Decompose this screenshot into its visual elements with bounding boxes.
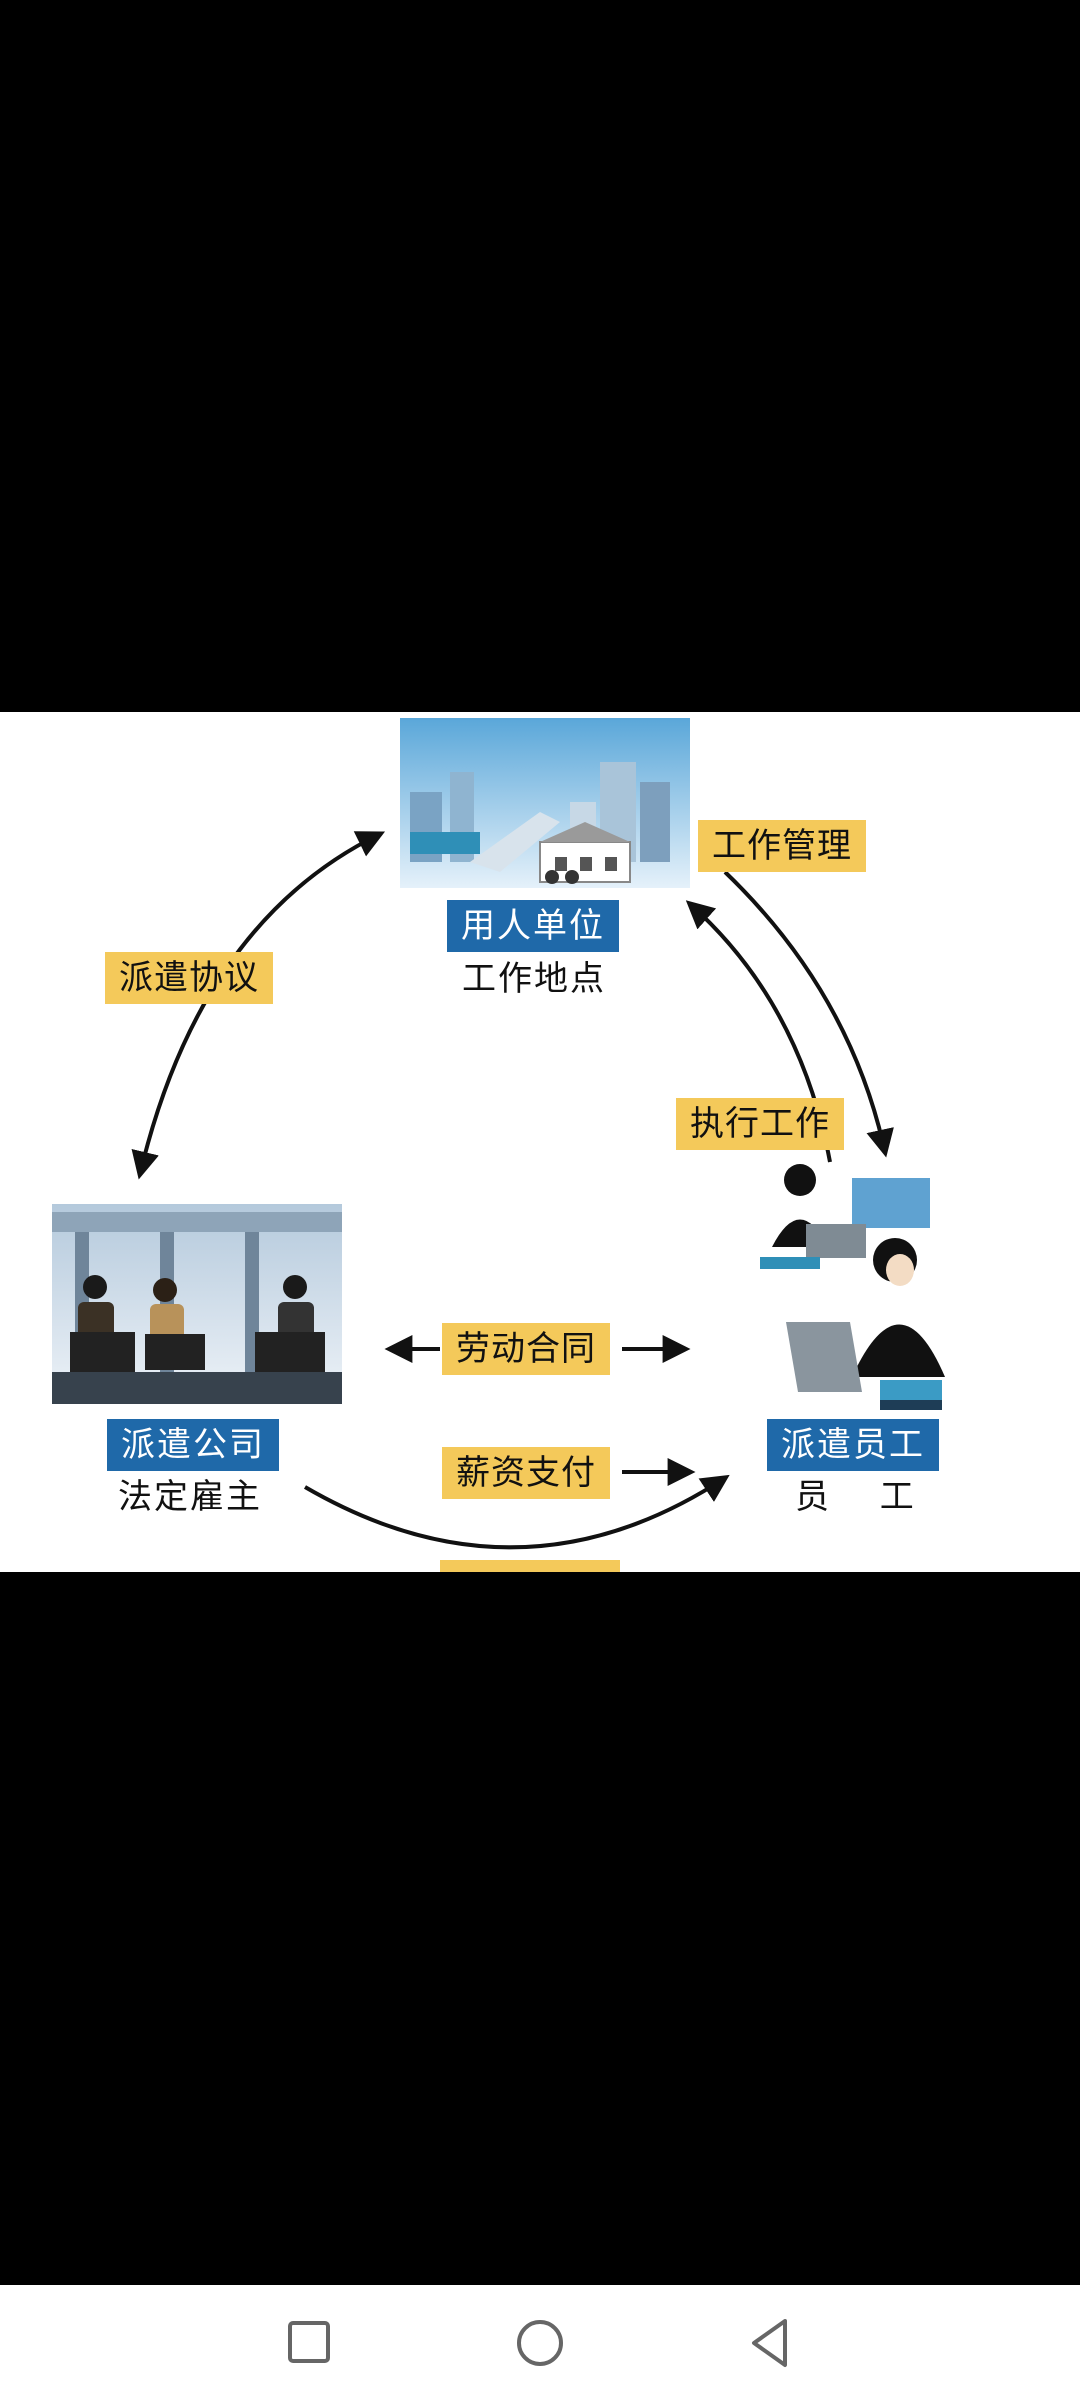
node-employer-subtitle: 工作地点 [462,959,606,999]
office-meeting-illustration [52,1204,342,1404]
node-worker-title: 派遣员工 [767,1419,939,1471]
recents-button[interactable] [268,2303,348,2383]
office-worker-illustration [760,1164,945,1410]
home-button[interactable] [500,2303,580,2383]
arrow-salary-curve [303,1474,730,1550]
node-agency-subtitle: 法定雇主 [118,1477,262,1517]
tag-perform-work: 执行工作 [676,1098,844,1150]
tag-dispatch-agreement: 派遣协议 [105,952,273,1004]
diagram-image: 用人单位 工作地点 派遣公司 法定雇主 派遣员工 员 工 派遣协议 工作管理 执… [0,712,1080,1572]
square-icon [288,2321,330,2363]
arrow-agreement [131,831,386,1180]
tag-salary-payment: 薪资支付 [442,1447,610,1499]
cropped-tag-strip [440,1560,620,1572]
tag-work-management: 工作管理 [698,820,866,872]
system-navigation-bar [0,2285,1080,2400]
node-worker-subtitle: 员 工 [795,1477,916,1517]
arrow-management [723,870,894,1158]
triangle-left-icon [752,2319,787,2367]
dispatch-relationship-diagram [52,718,945,1572]
node-agency-title: 派遣公司 [107,1419,279,1471]
city-illustration [400,718,690,888]
node-employer-title: 用人单位 [447,900,619,952]
circle-icon [517,2320,563,2366]
image-viewer[interactable]: 用人单位 工作地点 派遣公司 法定雇主 派遣员工 员 工 派遣协议 工作管理 执… [0,0,1080,2285]
back-button[interactable] [730,2303,810,2383]
tag-labor-contract: 劳动合同 [442,1323,610,1375]
